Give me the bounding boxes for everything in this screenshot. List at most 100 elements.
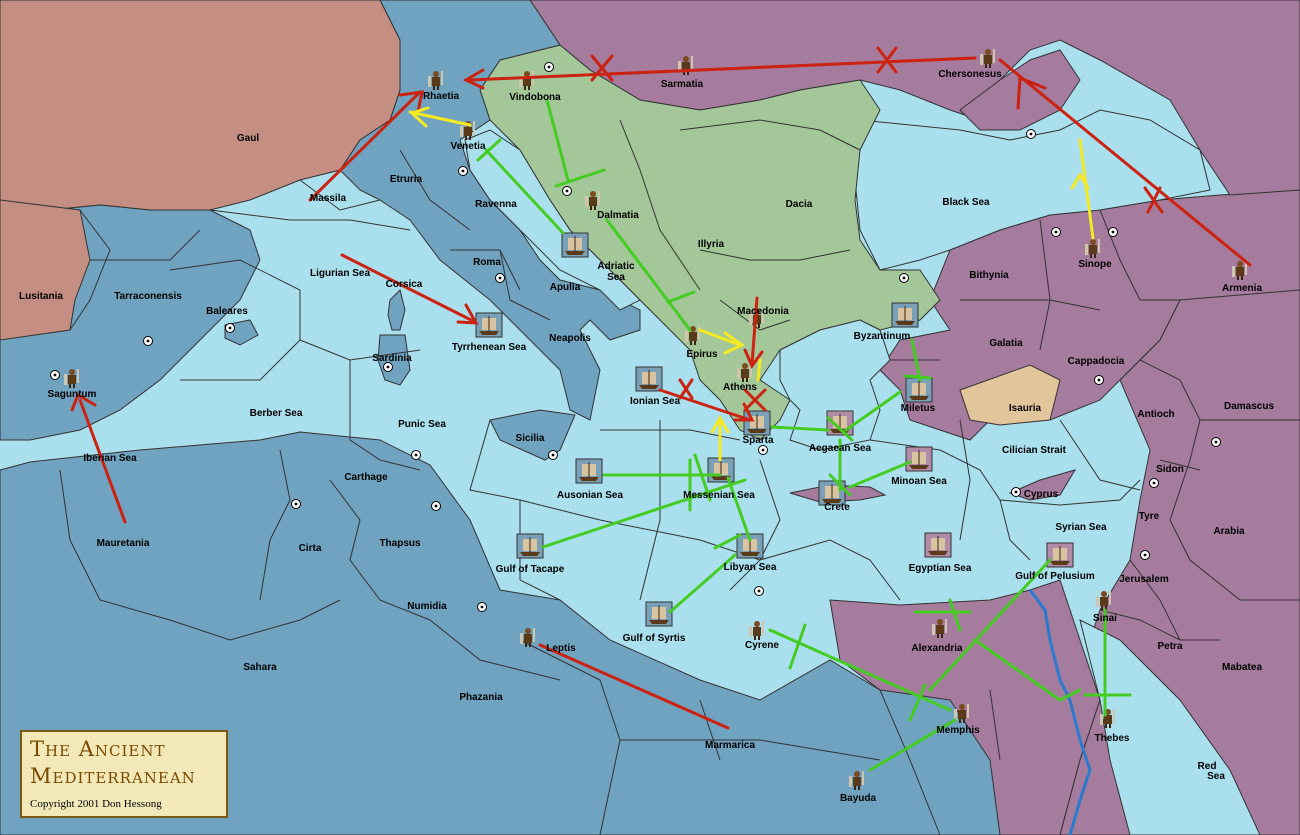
label-tarraconensis[interactable]: Tarraconensis (114, 291, 182, 302)
red-sea-water (1079, 619, 1261, 835)
label-messenian-sea[interactable]: Messenian Sea (683, 490, 755, 501)
label-sinope[interactable]: Sinope (1078, 259, 1112, 270)
fleet-orders (476, 98, 1132, 772)
label-cirta[interactable]: Cirta (299, 543, 322, 554)
fleet-unit-syrtis (645, 601, 673, 627)
label-cyrene[interactable]: Cyrene (745, 640, 779, 651)
label-sinai[interactable]: Sinai (1093, 613, 1117, 624)
fleet-unit-egyptian (924, 532, 952, 558)
label-roma[interactable]: Roma (473, 257, 501, 268)
support-orders (408, 106, 1095, 462)
label-mauretania[interactable]: Mauretania (97, 538, 150, 549)
label-dalmatia[interactable]: Dalmatia (597, 210, 639, 221)
label-apulia[interactable]: Apulia (550, 282, 581, 293)
label-neapolis[interactable]: Neapolis (549, 333, 591, 344)
title-cartouche: The Ancient Mediterranean Copyright 2001… (20, 730, 228, 818)
label-lusitania[interactable]: Lusitania (19, 291, 63, 302)
label-baleares[interactable]: Baleares (206, 306, 248, 317)
label-leptis[interactable]: Leptis (546, 643, 576, 654)
label-petra[interactable]: Petra (1157, 641, 1182, 652)
label-libyan-sea[interactable]: Libyan Sea (724, 562, 777, 573)
label-corsica[interactable]: Corsica (386, 279, 423, 290)
label-ravenna[interactable]: Ravenna (475, 199, 517, 210)
label-black-sea[interactable]: Black Sea (942, 197, 990, 208)
region-isauria-area[interactable] (959, 364, 1061, 426)
label-marmarica[interactable]: Marmarica (705, 740, 755, 751)
label-punic-sea[interactable]: Punic Sea (398, 419, 446, 430)
fleet-unit-tyrrhenean (475, 312, 503, 338)
label-damascus[interactable]: Damascus (1224, 401, 1274, 412)
army-move-orders (70, 46, 1252, 730)
title-line-2: Mediterranean (30, 764, 196, 788)
region-italy-area[interactable] (339, 0, 641, 421)
label-numidia[interactable]: Numidia (407, 601, 447, 612)
label-ionian-sea[interactable]: Ionian Sea (630, 396, 680, 407)
label-red-sea[interactable]: Red (1198, 761, 1217, 772)
label-syrian-sea[interactable]: Syrian Sea (1055, 522, 1107, 533)
label-iberian-sea[interactable]: Iberian Sea (83, 453, 137, 464)
label-crete[interactable]: Crete (824, 502, 850, 513)
label-macedonia[interactable]: Macedonia (737, 306, 789, 317)
label-gaul[interactable]: Gaul (237, 133, 259, 144)
label-cappadocia[interactable]: Cappadocia (1068, 356, 1125, 367)
label-phazania[interactable]: Phazania (459, 692, 503, 703)
label-rhaetia[interactable]: Rhaetia (423, 91, 460, 102)
label-isauria[interactable]: Isauria (1009, 403, 1042, 414)
label-bithynia[interactable]: Bithynia (969, 270, 1009, 281)
cyprus-island[interactable] (1008, 469, 1077, 501)
label-illyria[interactable]: Illyria (698, 239, 725, 250)
label-tyrrhenean-sea[interactable]: Tyrrhenean Sea (452, 342, 527, 353)
label-jerusalem[interactable]: Jerusalem (1119, 574, 1169, 585)
label-cyprus[interactable]: Cyprus (1024, 489, 1059, 500)
label-memphis[interactable]: Memphis (936, 725, 980, 736)
label-egyptian-sea[interactable]: Egyptian Sea (909, 563, 972, 574)
label-berber-sea[interactable]: Berber Sea (250, 408, 303, 419)
label-sarmatia[interactable]: Sarmatia (661, 79, 704, 90)
label-byzantinum[interactable]: Byzantinum (854, 331, 911, 342)
label-massila[interactable]: Massila (310, 193, 347, 204)
label-ligurian-sea[interactable]: Ligurian Sea (310, 268, 370, 279)
label-epirus[interactable]: Epirus (686, 349, 718, 360)
sicilia-island[interactable] (489, 409, 576, 461)
fleet-unit-miletus (905, 377, 933, 403)
label-miletus[interactable]: Miletus (901, 403, 936, 414)
label-red-sea-2[interactable]: Sea (1207, 771, 1225, 782)
label-tyre[interactable]: Tyre (1139, 511, 1160, 522)
label-thebes[interactable]: Thebes (1094, 733, 1129, 744)
label-carthage[interactable]: Carthage (344, 472, 388, 483)
label-bayuda[interactable]: Bayuda (840, 793, 877, 804)
label-etruria[interactable]: Etruria (390, 174, 423, 185)
fleet-unit-aegaean (826, 410, 854, 436)
label-galatia[interactable]: Galatia (989, 338, 1023, 349)
sardinia-island[interactable] (377, 334, 411, 386)
label-thapsus[interactable]: Thapsus (379, 538, 421, 549)
label-armenia[interactable]: Armenia (1222, 283, 1262, 294)
label-mabatea[interactable]: Mabatea (1222, 662, 1262, 673)
label-ausonian-sea[interactable]: Ausonian Sea (557, 490, 624, 501)
label-adriatic-sea[interactable]: Adriatic (597, 261, 635, 272)
label-sicilia[interactable]: Sicilia (516, 433, 545, 444)
label-sardinia[interactable]: Sardinia (372, 353, 412, 364)
label-saguntum[interactable]: Saguntum (48, 389, 97, 400)
label-dacia[interactable]: Dacia (786, 199, 813, 210)
label-sahara[interactable]: Sahara (243, 662, 277, 673)
label-gulf-of-syrtis[interactable]: Gulf of Syrtis (623, 633, 686, 644)
label-aegaean-sea[interactable]: Aegaean Sea (809, 443, 872, 454)
label-chersonesus[interactable]: Chersonesus (938, 69, 1002, 80)
label-venetia[interactable]: Venetia (450, 141, 485, 152)
label-minoan-sea[interactable]: Minoan Sea (891, 476, 947, 487)
fleet-unit-pelusium (1046, 542, 1074, 568)
label-adriatic-sea-2[interactable]: Sea (607, 272, 625, 283)
label-antioch[interactable]: Antioch (1137, 409, 1174, 420)
label-athens[interactable]: Athens (723, 382, 757, 393)
label-gulf-of-pelusium[interactable]: Gulf of Pelusium (1015, 571, 1095, 582)
label-arabia[interactable]: Arabia (1213, 526, 1245, 537)
label-cilician-strait[interactable]: Cilician Strait (1002, 445, 1067, 456)
corsica-island[interactable] (387, 289, 406, 331)
label-sparta[interactable]: Sparta (742, 435, 774, 446)
label-alexandria[interactable]: Alexandria (911, 643, 963, 654)
label-sidon[interactable]: Sidon (1156, 464, 1184, 475)
label-vindobona[interactable]: Vindobona (509, 92, 561, 103)
label-gulf-of-tacape[interactable]: Gulf of Tacape (496, 564, 565, 575)
